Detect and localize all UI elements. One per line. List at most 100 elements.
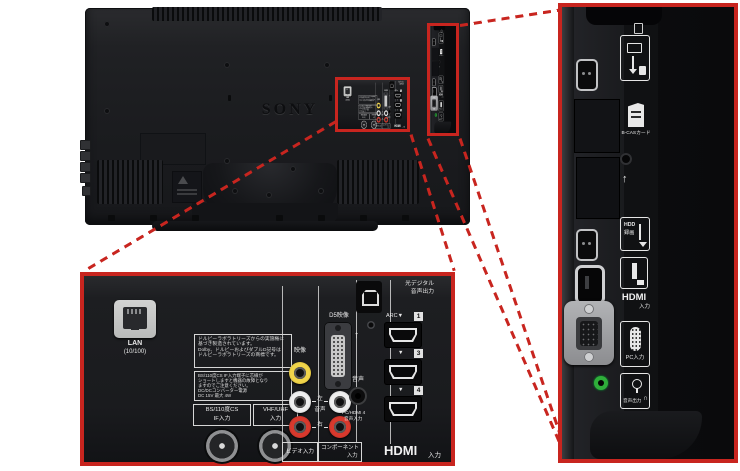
mini-usb-port-top bbox=[432, 38, 436, 46]
audio-pair-label: 音声 bbox=[314, 407, 326, 413]
mini-d5-screw-top bbox=[385, 92, 387, 95]
usb-label-box bbox=[620, 35, 650, 81]
mini-d5-video-label: D5映像 bbox=[384, 89, 388, 92]
mini-hdmi1-port bbox=[394, 92, 402, 99]
mini-hdmi-plug-icon bbox=[441, 90, 443, 92]
up-arrow: ↑ bbox=[622, 173, 628, 185]
vhf-line1: VHF/UHF bbox=[262, 407, 289, 413]
optical-audio-out-port bbox=[356, 281, 382, 313]
mini-component-audio-left-jack-white bbox=[384, 110, 389, 117]
mini-up-arrow: ↑ bbox=[439, 65, 440, 69]
mini-component-audio-right-jack-red bbox=[384, 116, 389, 123]
mini-rear-panel-photo: LAN (10/100) ドルビーラボラトリーズからの実施権に 基づき製造されて… bbox=[338, 80, 407, 129]
tick bbox=[312, 401, 316, 402]
warning-triangle-icon bbox=[178, 176, 188, 184]
mini-notice-line: Dolby、ドルビーおよびダブルD記号は bbox=[359, 98, 376, 101]
mini-jack-hole bbox=[435, 114, 437, 116]
hdmi-core bbox=[391, 330, 415, 340]
lan-latch bbox=[131, 325, 139, 330]
mini-vhf-line1: VHF/UHF bbox=[371, 114, 377, 117]
video-in-text: ビデオ入力 bbox=[286, 449, 314, 455]
rca-center bbox=[294, 367, 306, 379]
divider bbox=[282, 286, 283, 442]
lan-label: LAN bbox=[127, 340, 143, 347]
mini-bcas-slot-upper bbox=[431, 47, 439, 61]
mini-component-text1: コンポーネント bbox=[382, 124, 390, 127]
mini-notice-line: DC 15V 最大 4W bbox=[359, 110, 366, 113]
mini-hdmi4-port bbox=[394, 111, 402, 119]
hdd-text1: HDD bbox=[624, 222, 636, 228]
rca-center bbox=[334, 396, 346, 408]
mini-bs-line1: BS/110度CS bbox=[360, 114, 367, 117]
mini-audio-minijack-label: 音声 bbox=[388, 106, 391, 109]
divider bbox=[318, 286, 319, 442]
vga-pc-connector bbox=[564, 301, 614, 365]
mini-notice-line: DC/DCコンバーター電源 bbox=[359, 109, 369, 111]
optical-indicator-hole bbox=[367, 321, 375, 329]
mini-notice-line: ドルビーラボラトリーズからの実施権に bbox=[359, 96, 376, 98]
vga-screw-top bbox=[584, 304, 594, 314]
mini-left-channel-label: 左 bbox=[381, 111, 383, 114]
mini-eject-hole bbox=[438, 60, 441, 64]
mini-hdd-rec-label-box: HDD 録画 bbox=[438, 75, 444, 84]
mini-hdmi-core bbox=[395, 103, 401, 107]
component-input-label: コンポーネント 入力 bbox=[318, 442, 362, 462]
screw-hole bbox=[104, 21, 110, 27]
bottom-stud bbox=[402, 215, 409, 221]
notice-line: BS/110度CS IF入力端子に芯線が bbox=[198, 373, 263, 378]
hdd-text2: 録画 bbox=[624, 230, 635, 236]
jack-stem-icon bbox=[636, 388, 638, 393]
screw-hole bbox=[324, 62, 330, 68]
usb-pin bbox=[582, 72, 585, 75]
tv-bottom-vent-left bbox=[97, 160, 163, 204]
mini-arc-label: ARC▼ bbox=[394, 89, 398, 92]
rca-center bbox=[294, 396, 306, 408]
mini-arrow-icon bbox=[441, 81, 443, 83]
hdmi-tongue bbox=[389, 365, 417, 379]
mini-optical-label-line1: 光デジタル bbox=[398, 81, 404, 83]
divider-line bbox=[639, 224, 641, 240]
hdmi-slot bbox=[585, 276, 589, 289]
warning-label-plate bbox=[172, 171, 202, 203]
mini-hdmi4-badge: 4 bbox=[400, 108, 402, 112]
mini-hdmi1-badge: 1 bbox=[400, 89, 402, 92]
pc-hdmi4-line2: 音声入力 bbox=[344, 416, 363, 421]
notice-line: ますのでご注意ください。 bbox=[198, 382, 251, 388]
bs-cs-antenna-jack bbox=[206, 430, 238, 462]
tick bbox=[324, 427, 328, 428]
mini-video-audio-left-jack-white bbox=[376, 110, 381, 117]
mini-hdd-text1: HDD bbox=[439, 76, 442, 79]
notice-line: DC/DCコンバーター電源 bbox=[198, 387, 248, 393]
screw-hole bbox=[318, 188, 324, 194]
vga-screw-bottom bbox=[584, 352, 594, 362]
mini-tv-edge-highlight bbox=[430, 26, 432, 133]
tv-top-vent bbox=[152, 7, 382, 21]
rear-recessed-plate bbox=[140, 133, 206, 165]
side-panel-callout: ↑ bbox=[558, 3, 738, 463]
mini-device-icon bbox=[439, 34, 443, 37]
mini-vga-pc-connector bbox=[430, 95, 438, 111]
mini-pc-hdmi4-line1: PC/HDMI 4 bbox=[386, 115, 391, 117]
lan-rj45-jack bbox=[123, 307, 147, 330]
vhf-line2: 入力 bbox=[269, 416, 282, 422]
mini-composite-video-jack-yellow bbox=[376, 102, 381, 109]
mini-usb-label-box bbox=[438, 32, 444, 44]
hdmi3-badge: 3 bbox=[414, 349, 423, 358]
arc-label: ARC▼ bbox=[386, 313, 404, 319]
video-audio-left-jack-white bbox=[289, 391, 311, 413]
mini-dsub-icon bbox=[440, 101, 442, 108]
audio-out-label-box: 音声出力 ∩ bbox=[620, 373, 650, 409]
mini-optical-audio-out-port bbox=[389, 81, 395, 90]
side-hdmi-port bbox=[575, 265, 605, 305]
mini-vhf-uhf-antenna-jack bbox=[370, 120, 377, 129]
d5-pin-face bbox=[331, 335, 345, 377]
minijack-hole bbox=[355, 393, 361, 399]
mini-vga-shell bbox=[432, 99, 437, 108]
mini-notice-line: ドルビーラボラトリーズの商標です。 bbox=[359, 100, 375, 102]
side-button bbox=[80, 173, 91, 183]
side-button bbox=[80, 162, 91, 172]
bottom-stud bbox=[108, 215, 115, 221]
mini-hdmi3-badge: 3 bbox=[400, 99, 402, 102]
warning-text-lines bbox=[177, 189, 197, 197]
